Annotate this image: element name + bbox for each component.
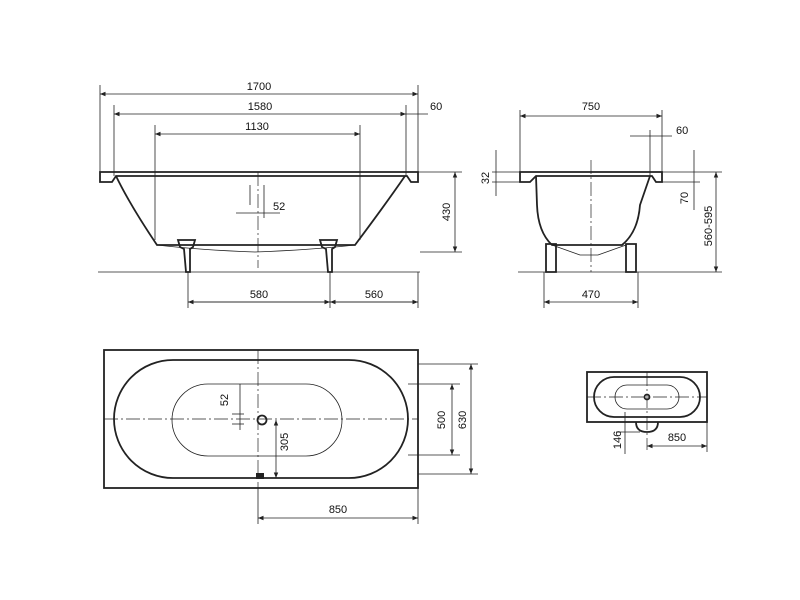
feet-spacing-label: 1130 [245, 121, 269, 133]
end-height-label: 560-595 [703, 206, 715, 246]
rim-depth-label: 70 [679, 192, 691, 204]
end-rim-offset-label: 60 [676, 125, 688, 137]
overflow-arc-icon [635, 421, 659, 433]
feet-width-label: 470 [582, 289, 600, 301]
plan-bottom-outline [171, 383, 343, 457]
overflow-marker-icon [256, 473, 264, 479]
side-view-tub-body [115, 175, 406, 246]
plan-inner-width-label: 500 [436, 411, 448, 429]
end-view-right-foot [625, 243, 637, 273]
drain-icon [256, 414, 268, 426]
height-label: 430 [441, 203, 453, 221]
small-plan-view: 146 850 [586, 371, 708, 454]
inner-length-label: 1580 [248, 101, 272, 113]
rim-thickness-label: 32 [480, 172, 492, 184]
plan-view: 52 305 500 630 850 [103, 349, 478, 524]
plan-drain-offset-label: 52 [219, 394, 231, 406]
end-view: 750 60 32 70 560-595 470 [480, 101, 722, 308]
end-overall-width-label: 750 [582, 101, 600, 113]
side-view-tub-bottom [156, 244, 356, 253]
small-drain-icon [643, 393, 651, 401]
small-drain-offset-label: 146 [612, 431, 624, 449]
end-view-tub-body [535, 175, 651, 246]
drain-from-edge-label: 305 [279, 433, 291, 451]
side-view: 1700 1580 60 1130 52 430 580 560 [98, 81, 462, 308]
drain-from-end-label: 850 [329, 504, 347, 516]
end-view-tub-bottom [551, 244, 627, 256]
rim-offset-label: 60 [430, 101, 442, 113]
small-drain-from-end-label: 850 [668, 432, 686, 444]
end-view-rim [519, 171, 663, 183]
left-foot-to-drain-label: 580 [250, 289, 268, 301]
plan-overall-width-label: 630 [457, 411, 469, 429]
side-view-rim [99, 171, 419, 183]
drain-offset-label: 52 [273, 201, 285, 213]
overall-length-label: 1700 [247, 81, 271, 93]
drain-to-right-foot-label: 560 [365, 289, 383, 301]
end-view-left-foot [545, 243, 557, 273]
